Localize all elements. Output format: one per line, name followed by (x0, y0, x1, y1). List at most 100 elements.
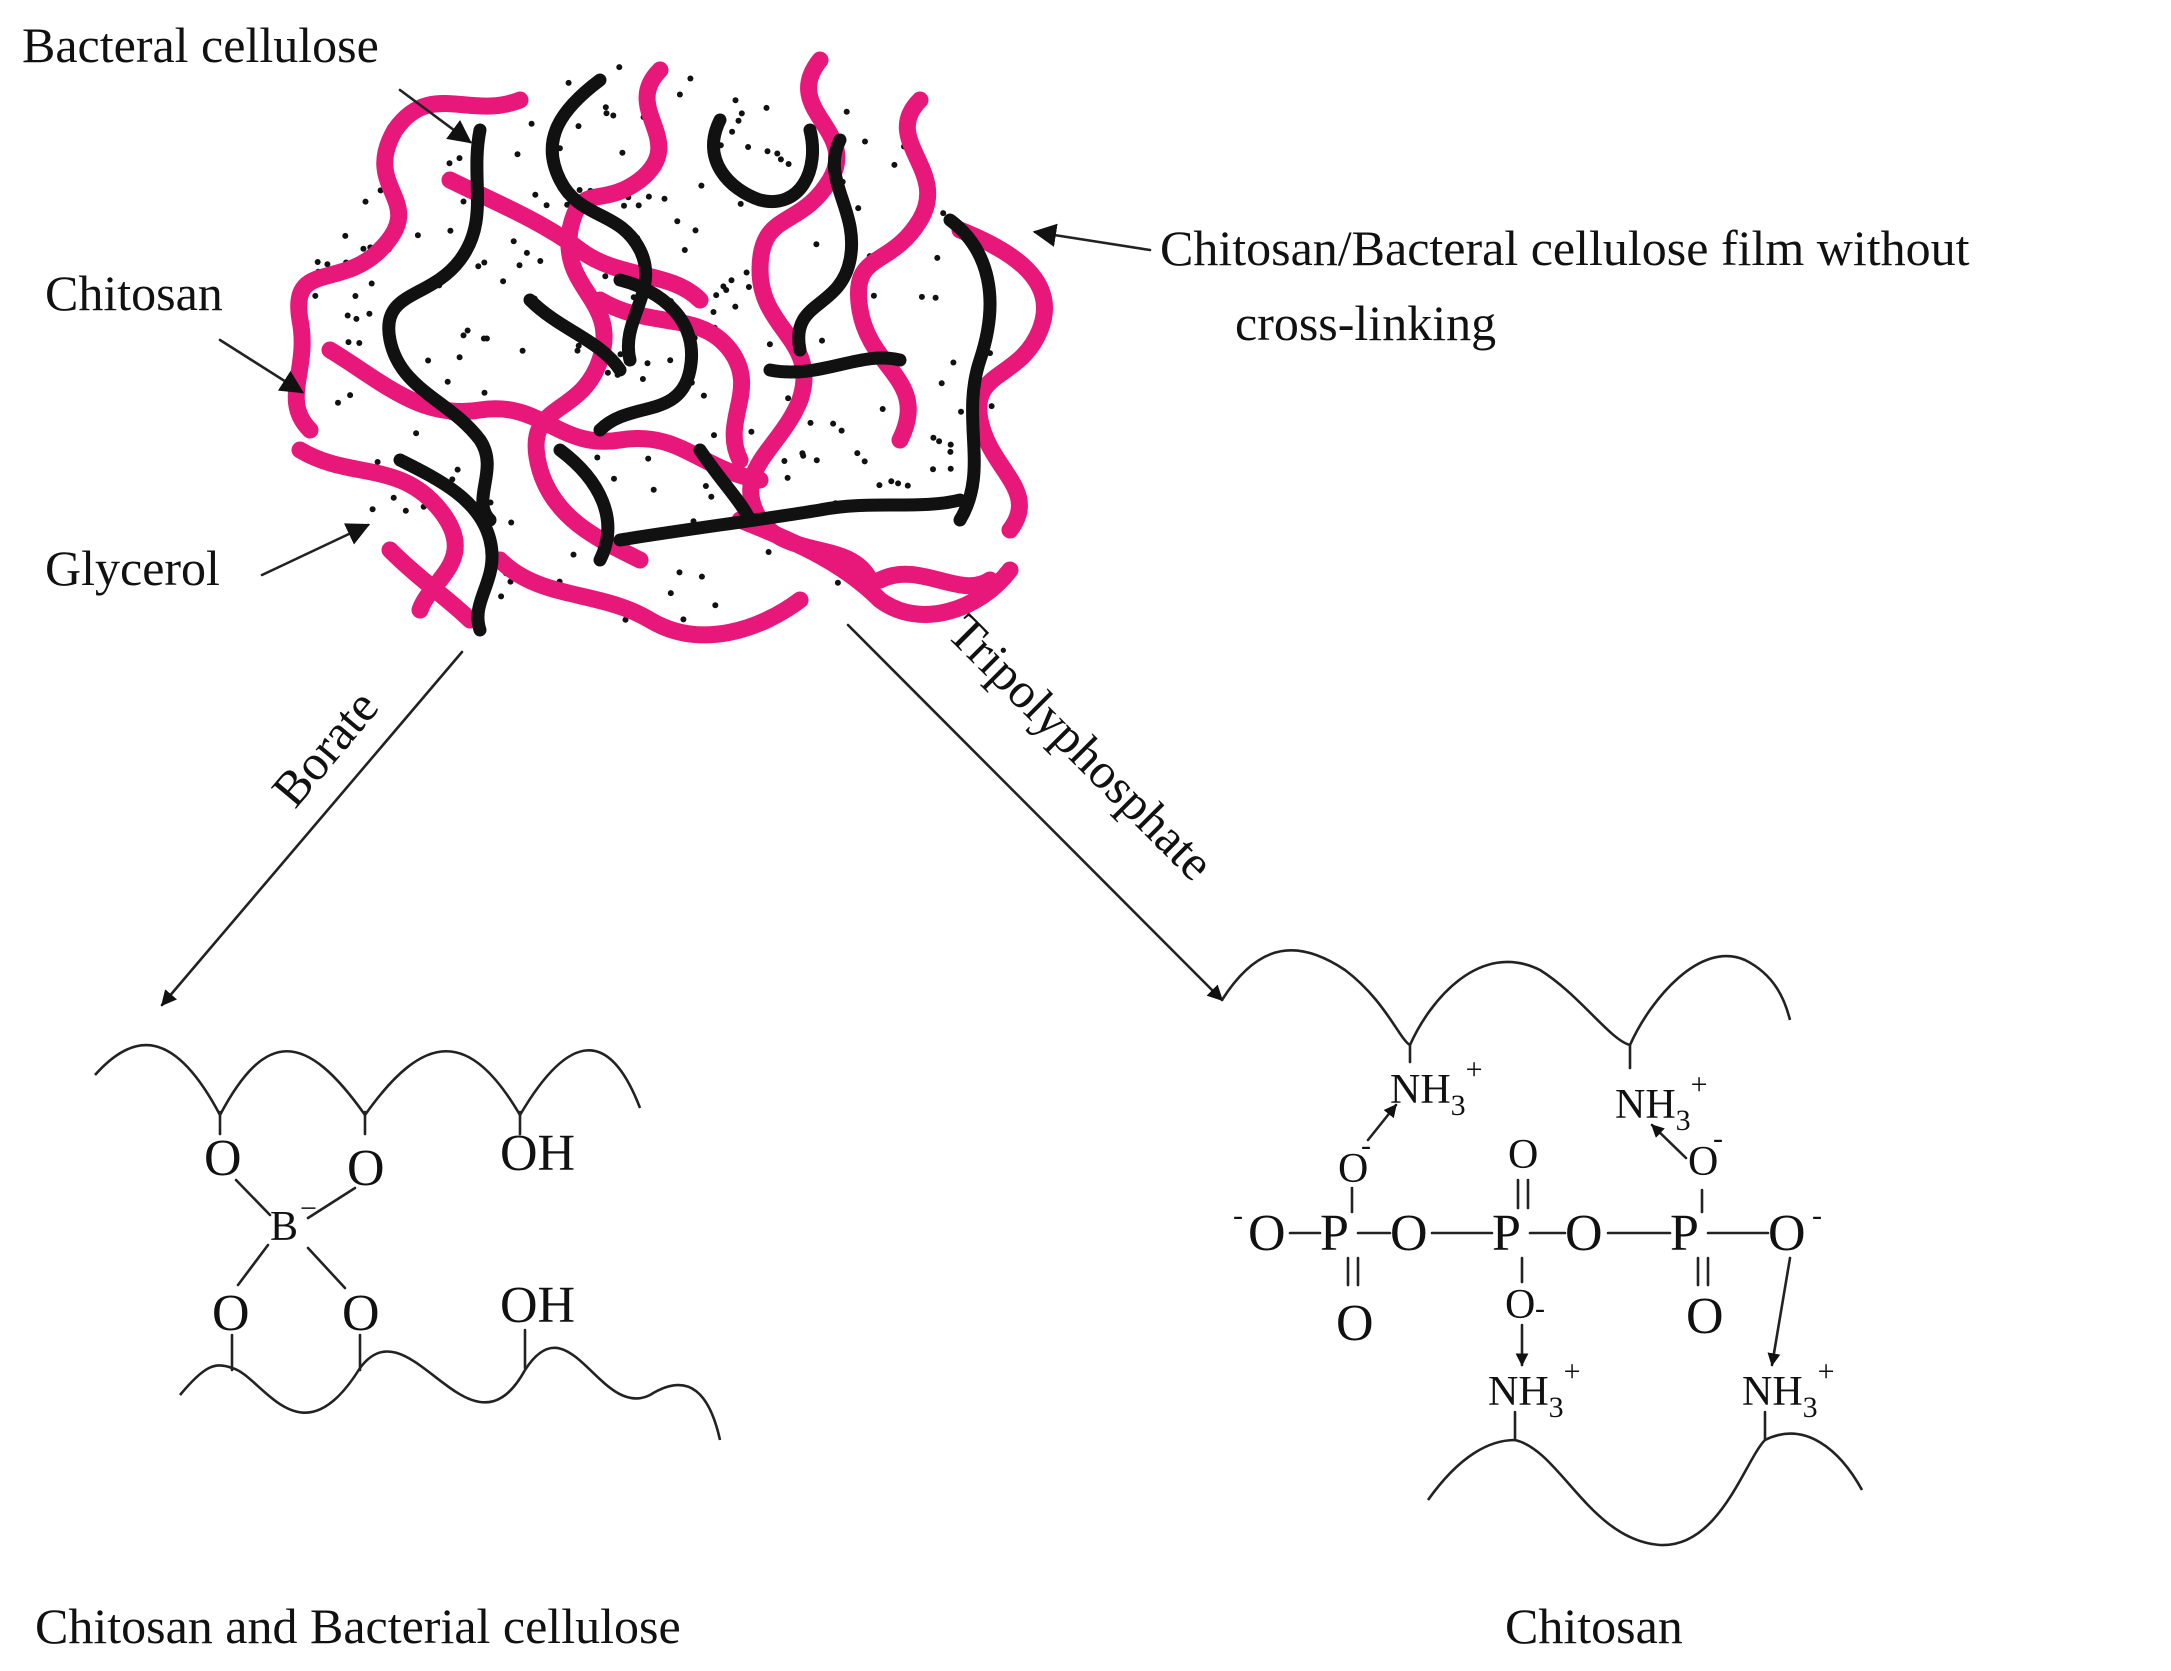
glycerol-dot (362, 198, 369, 205)
glycerol-dot (777, 156, 784, 163)
svg-text:-: - (1812, 1199, 1822, 1232)
glycerol-arrow (260, 523, 371, 577)
glycerol-dot (732, 303, 739, 310)
glycerol-dot (930, 466, 936, 473)
glycerol-dot (661, 195, 668, 202)
upper-oh: OH (500, 1125, 575, 1182)
glycerol-dot (737, 200, 744, 207)
tpp-p3-o-double: O (1686, 1288, 1724, 1345)
glycerol-dot (481, 259, 488, 266)
glycerol-dot (456, 155, 463, 162)
glycerol-dot (425, 357, 432, 364)
glycerol-dot (681, 247, 688, 253)
borate-o-2: O (347, 1140, 385, 1197)
borate-o-1: O (204, 1130, 242, 1187)
tpp-p2-o-double: O (1508, 1132, 1538, 1178)
glycerol-dot (854, 450, 861, 457)
glycerol-dot (862, 138, 868, 145)
right-product-label: Chitosan (1505, 1598, 1683, 1654)
glycerol-dot (698, 182, 705, 189)
glycerol-dot (447, 227, 454, 234)
tpp-p3-o-minus: O (1688, 1139, 1718, 1185)
glycerol-dot (712, 602, 719, 609)
film-label-line1: Chitosan/Bacteral cellulose film without (1160, 220, 1970, 276)
svg-text:-: - (1361, 1129, 1371, 1162)
glycerol-dot (861, 458, 868, 465)
svg-text:-: - (1535, 1292, 1545, 1325)
nh3-upper-right: NH3+ (1615, 1068, 1708, 1137)
glycerol-dot (617, 351, 624, 358)
glycerol-dot (603, 110, 610, 117)
left-product-label: Chitosan and Bacterial cellulose (35, 1598, 681, 1654)
tpp-bridge-o1: O (1390, 1205, 1428, 1262)
glycerol-dot (732, 97, 739, 104)
glycerol-dot (475, 263, 482, 270)
glycerol-dot (745, 144, 752, 150)
glycerol-dot (619, 149, 626, 156)
glycerol-dot (947, 448, 954, 455)
glycerol-dot (575, 123, 582, 130)
glycerol-dot (958, 408, 964, 415)
tpp-reaction-arrow (846, 623, 1224, 1002)
glycerol-dot (774, 150, 781, 157)
glycerol-dot (667, 590, 674, 597)
glycerol-dot (454, 466, 461, 473)
glycerol-dot (644, 360, 651, 367)
glycerol-dot (813, 241, 820, 248)
glycerol-dot (745, 284, 752, 290)
film-arrow (1032, 223, 1152, 252)
glycerol-dot (347, 392, 354, 399)
glycerol-dot (728, 277, 735, 284)
borate-label: Borate (261, 679, 390, 817)
glycerol-dot (698, 573, 705, 580)
glycerol-dot (813, 457, 820, 464)
glycerol-dot (765, 549, 772, 555)
glycerol-dot (799, 450, 806, 457)
chitosan-label: Chitosan (45, 265, 223, 321)
glycerol-dot (988, 403, 995, 410)
glycerol-dot (940, 210, 947, 217)
upper-polymer-chain (94, 1043, 642, 1118)
glycerol-dot (564, 201, 571, 208)
borate-reaction-arrow (160, 650, 464, 1007)
glycerol-dot (830, 420, 837, 427)
glycerol-dot (785, 161, 792, 167)
glycerol-dot (781, 458, 788, 464)
glycerol-dot (611, 475, 617, 482)
glycerol-dot (446, 160, 453, 167)
glycerol-dot (843, 108, 850, 115)
glycerol-label: Glycerol (45, 540, 220, 596)
glycerol-dot (352, 293, 359, 299)
glycerol-dot (345, 339, 352, 346)
glycerol-dot (498, 593, 505, 600)
glycerol-dot (930, 434, 937, 441)
borate-o-3: O (212, 1285, 250, 1342)
glycerol-dot (366, 310, 373, 317)
glycerol-dot (574, 347, 581, 354)
glycerol-dot (508, 519, 515, 526)
film-label-line2: cross-linking (1235, 295, 1496, 351)
glycerol-dot (876, 482, 883, 489)
glycerol-dot (785, 395, 792, 402)
glycerol-dot (324, 261, 331, 268)
glycerol-dot (368, 280, 375, 287)
glycerol-dot (444, 378, 451, 385)
glycerol-dot (766, 341, 773, 348)
film-blob (287, 51, 1053, 644)
glycerol-dot (936, 438, 943, 445)
tpp-p1: P (1320, 1205, 1349, 1262)
glycerol-dot (710, 309, 717, 315)
tpp-p2-o-minus: O (1505, 1282, 1535, 1328)
glycerol-dot (537, 258, 544, 264)
glycerol-dot (604, 369, 611, 376)
glycerol-dot (918, 293, 925, 300)
glycerol-dot (904, 482, 911, 489)
glycerol-dot (610, 112, 617, 119)
glycerol-dot (360, 245, 367, 252)
tpp-bridge-o2: O (1565, 1205, 1603, 1262)
glycerol-dot (947, 441, 954, 448)
glycerol-dot (934, 254, 941, 261)
glycerol-dot (460, 332, 467, 339)
glycerol-dot (356, 340, 363, 346)
